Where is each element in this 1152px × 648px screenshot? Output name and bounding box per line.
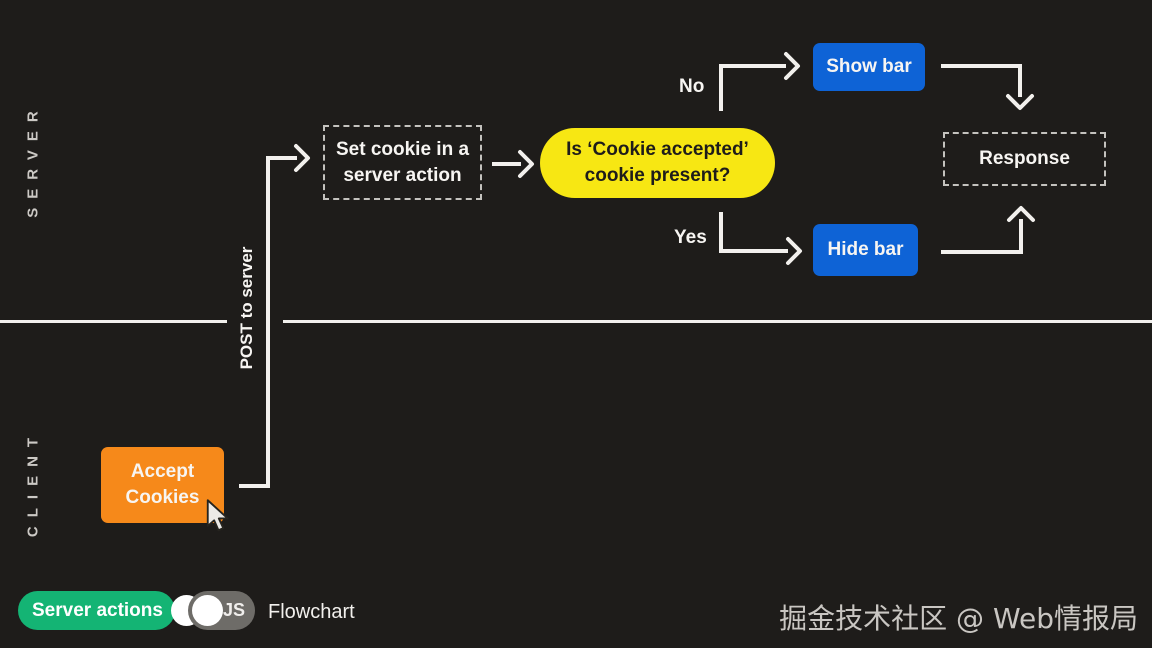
yes-branch-arrow [719,212,788,253]
server-actions-toggle-label: Server actions [32,599,163,621]
no-branch-label: No [679,76,705,97]
hide-bar-button[interactable]: Hide bar [813,224,918,276]
js-toggle-label: JS [223,600,246,620]
flowchart-label: Flowchart [268,601,355,623]
watermark: 掘金技术社区 @ Web情报局 [779,602,1138,635]
show-bar-button[interactable]: Show bar [813,43,925,91]
yes-branch-label: Yes [674,227,707,248]
js-toggle[interactable]: JS [188,591,255,630]
set-cookie-box: Set cookie in a server action [323,125,482,200]
hide-bar-to-response-arrow [941,219,1023,254]
no-branch-arrow [719,64,786,111]
lane-divider-right [283,320,1152,323]
accept-cookies-button[interactable]: Accept Cookies [101,447,224,523]
mouse-cursor-icon [206,499,229,532]
server-actions-toggle[interactable]: Server actions [18,591,202,630]
lane-label-server: SERVER [24,102,42,218]
lane-label-client: CLIENT [24,428,42,538]
post-to-server-label: POST to server [237,246,256,370]
decision-pill: Is ‘Cookie accepted’ cookie present? [540,128,775,198]
response-box: Response [943,132,1106,186]
js-toggle-knob [192,595,223,626]
show-bar-to-response-arrow [941,64,1022,97]
lane-divider-left [0,320,227,323]
